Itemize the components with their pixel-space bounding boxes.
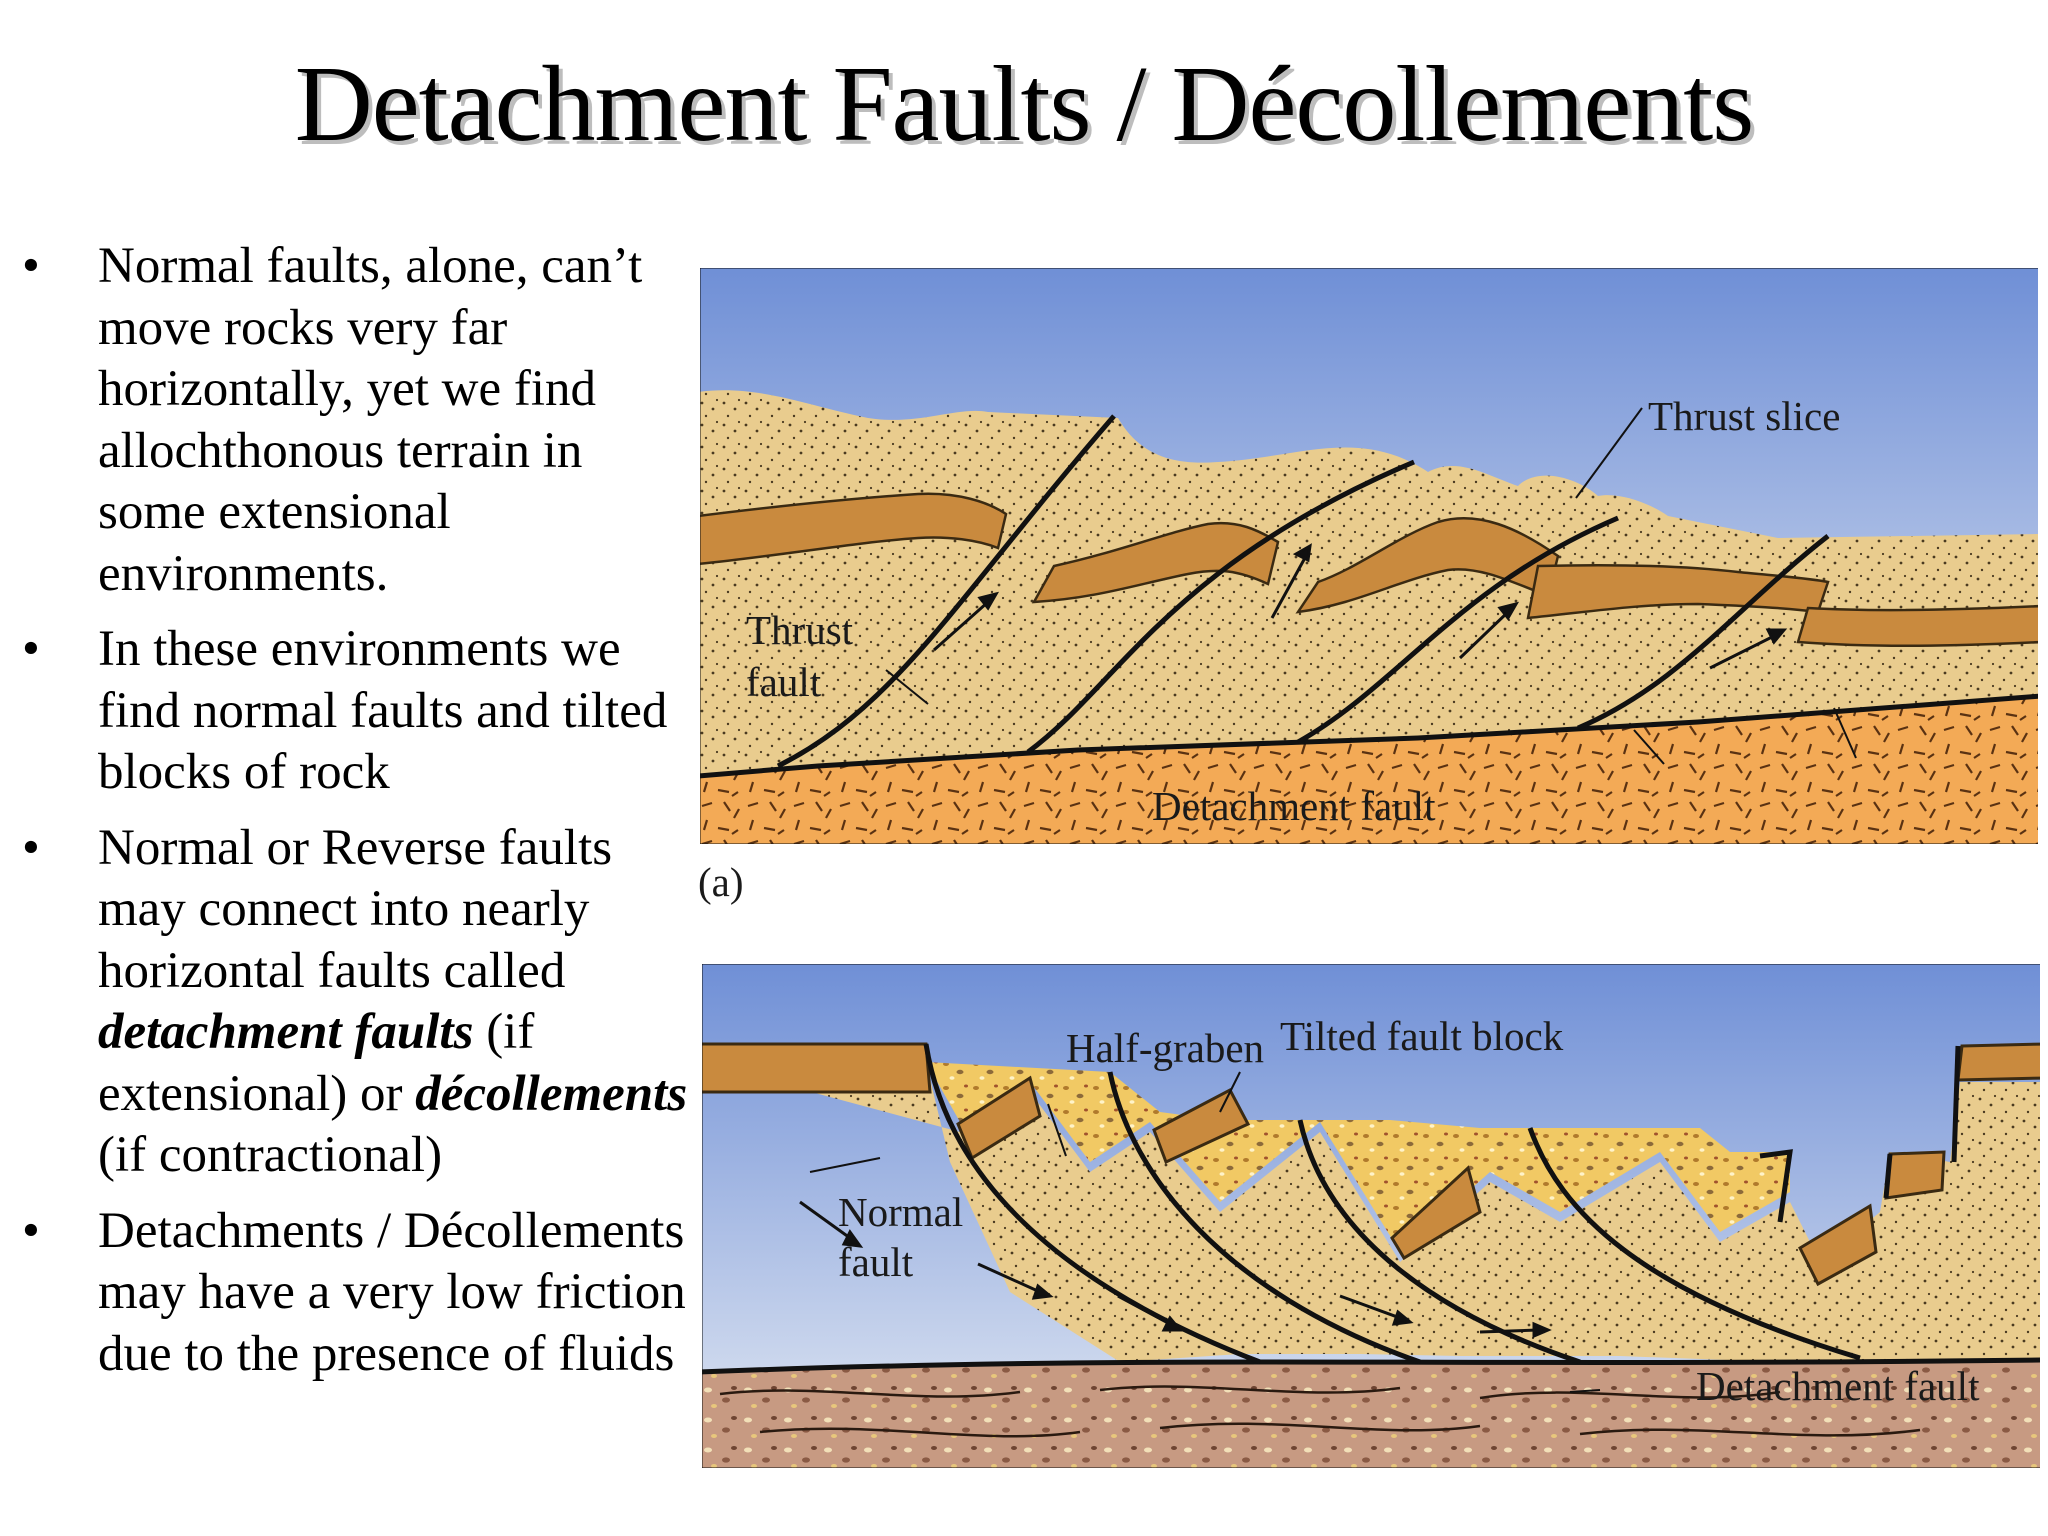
thrust-fault-line	[1026, 459, 1415, 755]
bullet-text: In these environments we find normal fau…	[98, 621, 668, 800]
leader-line	[1219, 1071, 1241, 1113]
label-half-graben: Half-graben	[1066, 1025, 1264, 1071]
bullet-marker: •	[22, 1202, 40, 1259]
leader-line	[1047, 1103, 1067, 1157]
bullet-item: • Detachments / Décollements may have a v…	[22, 1201, 702, 1386]
marker-bed	[1390, 1165, 1482, 1261]
slip-arrows	[933, 543, 1788, 670]
marker-bed	[1152, 1087, 1251, 1165]
label-detachment-fault: Detachment fault	[1696, 1363, 1980, 1409]
label-thrust-slice: Thrust slice	[1648, 393, 1840, 439]
leader-line	[1575, 407, 1643, 499]
label-tilted-fault-block: Tilted fault block	[1280, 1013, 1564, 1059]
bullet-item: • Normal faults, alone, can’t move rocks …	[22, 236, 702, 605]
term-decollements: décollements	[415, 1065, 688, 1122]
normal-fault-line	[1951, 1045, 1961, 1163]
basement-rock	[700, 696, 2038, 844]
leader-line	[1833, 707, 1857, 759]
bullet-text-mid: (if extensional) or	[98, 1004, 535, 1122]
label-normal-fault: Normal	[838, 1189, 963, 1235]
marker-bed	[1796, 604, 2038, 648]
leader-line	[1633, 729, 1665, 765]
thrust-fault-line	[1577, 534, 1830, 731]
label-thrust-fault: fault	[746, 659, 822, 705]
bullet-marker: •	[22, 621, 40, 677]
foliation-lines	[719, 1385, 1921, 1438]
basement-rock	[702, 1362, 2040, 1468]
normal-fault-line	[1759, 1149, 1793, 1223]
leader-line	[809, 1157, 881, 1173]
bullet-marker: •	[22, 238, 40, 294]
thrust-diagram: Thrust slice Thrust fault Detachment fau…	[698, 268, 2038, 905]
label-normal-fault: fault	[838, 1239, 914, 1285]
label-detachment-fault: Detachment fault	[1152, 783, 1436, 829]
normal-fault-line	[1883, 1153, 1893, 1199]
marker-bed	[956, 1075, 1042, 1161]
bullet-item: • In these environments we find normal fa…	[22, 619, 702, 804]
normal-fault-line	[1107, 1071, 1421, 1365]
slip-arrows	[799, 1200, 1552, 1339]
page-title: Detachment Faults / Décollements	[294, 45, 1755, 164]
leader-line	[1569, 1389, 1601, 1393]
marker-bed	[700, 492, 1008, 566]
detachment-fault-line	[702, 1357, 2040, 1375]
label-thrust-fault: Thrust	[746, 607, 854, 653]
bullet-text-post: (if contractional)	[98, 1127, 443, 1183]
bullet-item: • Normal or Reverse faults may connect in…	[22, 818, 702, 1187]
leader-line	[885, 669, 929, 705]
marker-bed	[1798, 1203, 1878, 1287]
marker-bed	[1956, 1042, 2040, 1082]
term-detachment-faults: detachment faults	[98, 1004, 474, 1060]
half-graben-fill	[926, 1062, 1790, 1252]
normal-fault-line	[1297, 1119, 1581, 1365]
bullet-text: Normal faults, alone, can’t move rocks v…	[98, 238, 643, 602]
bullet-text: Detachments / Décollements may have a ve…	[98, 1202, 686, 1382]
bullet-text-pre: Normal or Reverse faults may connect int…	[98, 819, 613, 999]
thrust-fault-line	[1296, 515, 1619, 745]
marker-bed	[1884, 1150, 1946, 1200]
detachment-fault-line	[700, 693, 2038, 779]
bullet-marker: •	[22, 819, 40, 876]
marker-bed	[702, 1042, 932, 1094]
extension-diagram: Half-graben Tilted fault block Normal fa…	[702, 964, 2040, 1468]
thrust-fault-line	[776, 414, 1116, 769]
caption-a: (a)	[698, 859, 744, 905]
normal-fault-line	[1527, 1127, 1861, 1361]
marker-bed	[1031, 521, 1280, 604]
bullet-list: • Normal faults, alone, can’t move rocks …	[22, 236, 702, 1399]
